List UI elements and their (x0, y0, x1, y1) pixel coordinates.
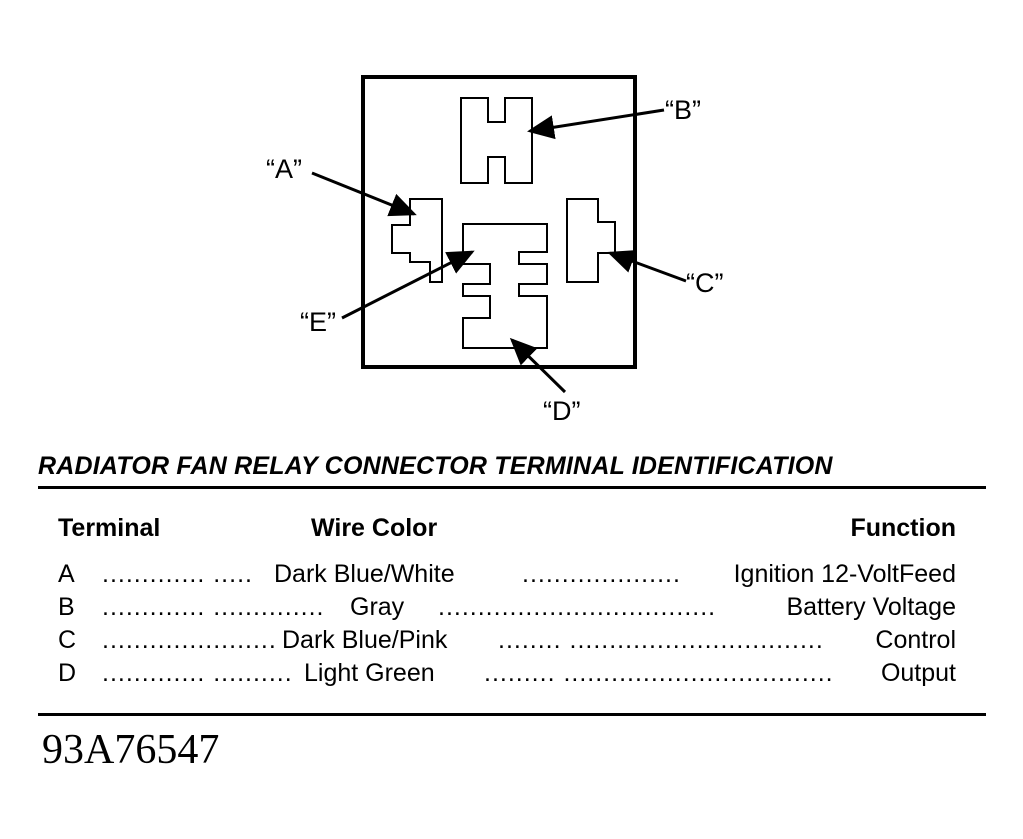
leader-d (509, 337, 567, 394)
function-cell: Battery Voltage (786, 593, 956, 621)
function-cell: Ignition 12-VoltFeed (733, 560, 956, 588)
leader-dots: .................... (522, 560, 681, 588)
leader-dots: ............. .......... (102, 659, 293, 687)
leader-dots: ................................... (438, 593, 717, 621)
bottom-rule (38, 713, 986, 716)
wire-color-cell: Dark Blue/Pink (282, 626, 448, 654)
terminal-cell: C (58, 626, 77, 654)
header-terminal: Terminal (58, 514, 161, 542)
top-rule (38, 486, 986, 489)
wire-color-cell: Light Green (304, 659, 435, 687)
connector-housing (361, 75, 637, 369)
terminal-a (391, 198, 443, 283)
leader-c (607, 250, 687, 283)
callout-e: “E” (300, 307, 336, 337)
function-cell: Control (875, 626, 956, 654)
leader-dots: ............. .............. (102, 593, 325, 621)
leader-dots: ...................... (102, 626, 277, 654)
table-row: C ...................... Dark Blue/Pink … (58, 626, 956, 658)
callout-c: “C” (686, 268, 724, 298)
wire-color-cell: Dark Blue/White (274, 560, 455, 588)
leader-a (311, 171, 417, 217)
callout-b: “B” (665, 95, 701, 125)
figure-number: 93A76547 (42, 727, 220, 773)
leader-b (527, 108, 665, 140)
header-wire-color: Wire Color (311, 514, 438, 542)
leader-dots: ......... ..............................… (484, 659, 834, 687)
callout-a: “A” (266, 154, 302, 184)
table-row: B ............. .............. Gray ....… (58, 593, 956, 625)
leader-dots: ........ ...............................… (498, 626, 824, 654)
terminal-c (566, 198, 616, 283)
terminal-d (462, 223, 548, 349)
callout-d: “D” (543, 396, 581, 426)
table-row: A ............. ..... Dark Blue/White ..… (58, 560, 956, 592)
terminal-cell: A (58, 560, 75, 588)
terminal-cell: D (58, 659, 77, 687)
table-row: D ............. .......... Light Green .… (58, 659, 956, 691)
table-title: RADIATOR FAN RELAY CONNECTOR TERMINAL ID… (38, 452, 833, 480)
header-function: Function (850, 514, 956, 542)
connector-diagram (311, 75, 687, 394)
terminal-cell: B (58, 593, 75, 621)
leader-dots: ............. ..... (102, 560, 253, 588)
function-cell: Output (880, 659, 956, 687)
leader-e (341, 250, 475, 320)
terminal-b (460, 97, 533, 184)
wire-color-cell: Gray (350, 593, 405, 621)
